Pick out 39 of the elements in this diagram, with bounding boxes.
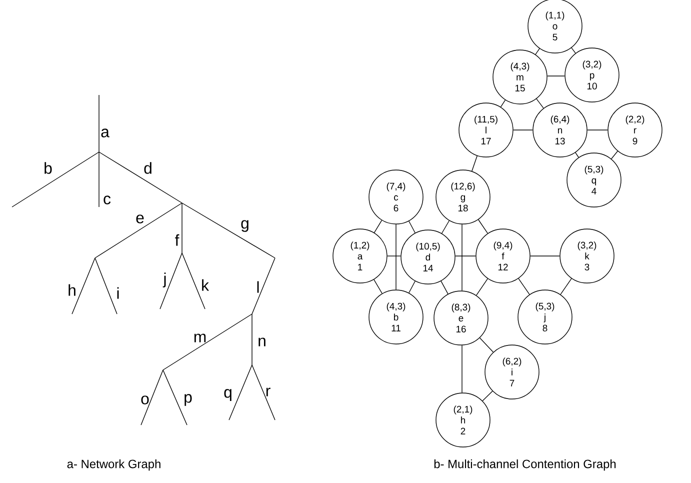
edge-line — [500, 100, 506, 108]
link-label: l — [257, 281, 259, 293]
edge-line — [479, 338, 494, 352]
edge-line — [440, 280, 448, 294]
link-label: g — [241, 220, 248, 232]
edge-line — [478, 219, 488, 234]
link-label: o — [141, 396, 149, 404]
link-label: h — [68, 284, 76, 296]
caption: b- Multi-channel Contention Graph — [434, 459, 616, 471]
link-label: k — [202, 279, 209, 291]
edge-line — [476, 278, 488, 296]
link-label: b — [44, 162, 52, 174]
edge-line — [535, 48, 540, 55]
edge-line — [374, 279, 382, 294]
edge-line — [536, 98, 544, 109]
link-label: d — [144, 162, 152, 174]
edge-line — [611, 150, 618, 160]
edge-line — [560, 278, 572, 295]
edge-line — [518, 278, 530, 295]
link-label: c — [104, 196, 111, 204]
edge-line — [408, 220, 416, 234]
link-label: q — [224, 389, 232, 401]
link-label: p — [184, 394, 192, 406]
caption: a- Network Graph — [67, 459, 160, 471]
link-label: i — [117, 287, 119, 299]
link-label: f — [175, 234, 180, 246]
link-label: e — [136, 214, 144, 224]
link-label: m — [194, 334, 206, 342]
link-label: j — [162, 272, 166, 288]
edge-line — [482, 390, 493, 402]
edge-line — [571, 47, 576, 54]
edge-line — [374, 220, 382, 233]
link-label: r — [266, 388, 270, 396]
edge-line — [441, 220, 450, 234]
link-label: n — [258, 338, 266, 346]
edge-line — [408, 280, 416, 294]
link-label: a — [101, 128, 110, 138]
edge-line — [575, 152, 579, 158]
edge-line — [472, 156, 478, 172]
